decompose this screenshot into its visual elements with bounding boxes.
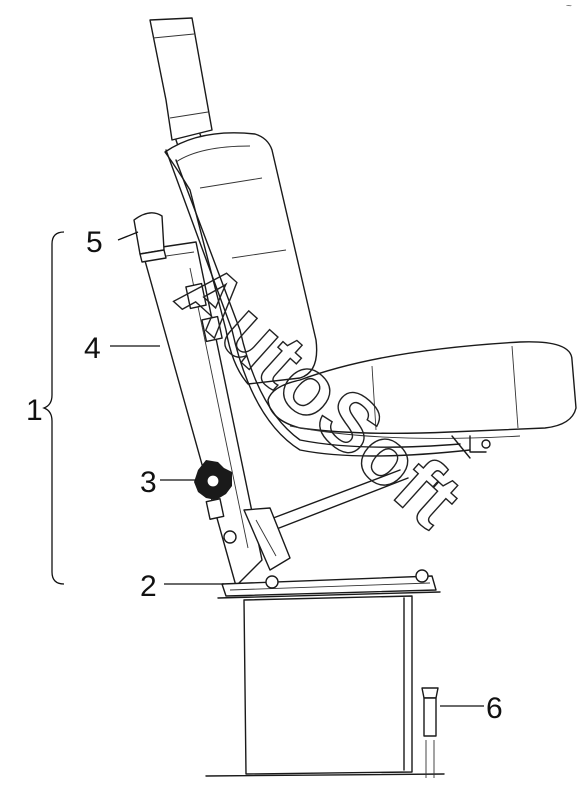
seat-frame	[165, 149, 471, 531]
corner-mark: ~	[566, 1, 572, 12]
label-6: 6	[486, 692, 503, 725]
adjustment-knob	[194, 460, 232, 500]
adjustment-handle	[133, 212, 167, 263]
label-1: 1	[26, 394, 43, 427]
mounting-bolt	[421, 687, 439, 778]
label-2: 2	[140, 570, 157, 603]
headrest	[149, 17, 213, 153]
pedestal	[205, 595, 445, 777]
leader-lines	[42, 231, 484, 707]
label-5: 5	[86, 226, 103, 259]
seat-cushion	[267, 341, 577, 453]
label-4: 4	[84, 332, 101, 365]
label-3: 3	[140, 466, 157, 499]
backrest	[164, 132, 318, 385]
part-labels: 1 2 3 4 5 6	[26, 226, 503, 725]
slide-rail	[217, 569, 441, 599]
